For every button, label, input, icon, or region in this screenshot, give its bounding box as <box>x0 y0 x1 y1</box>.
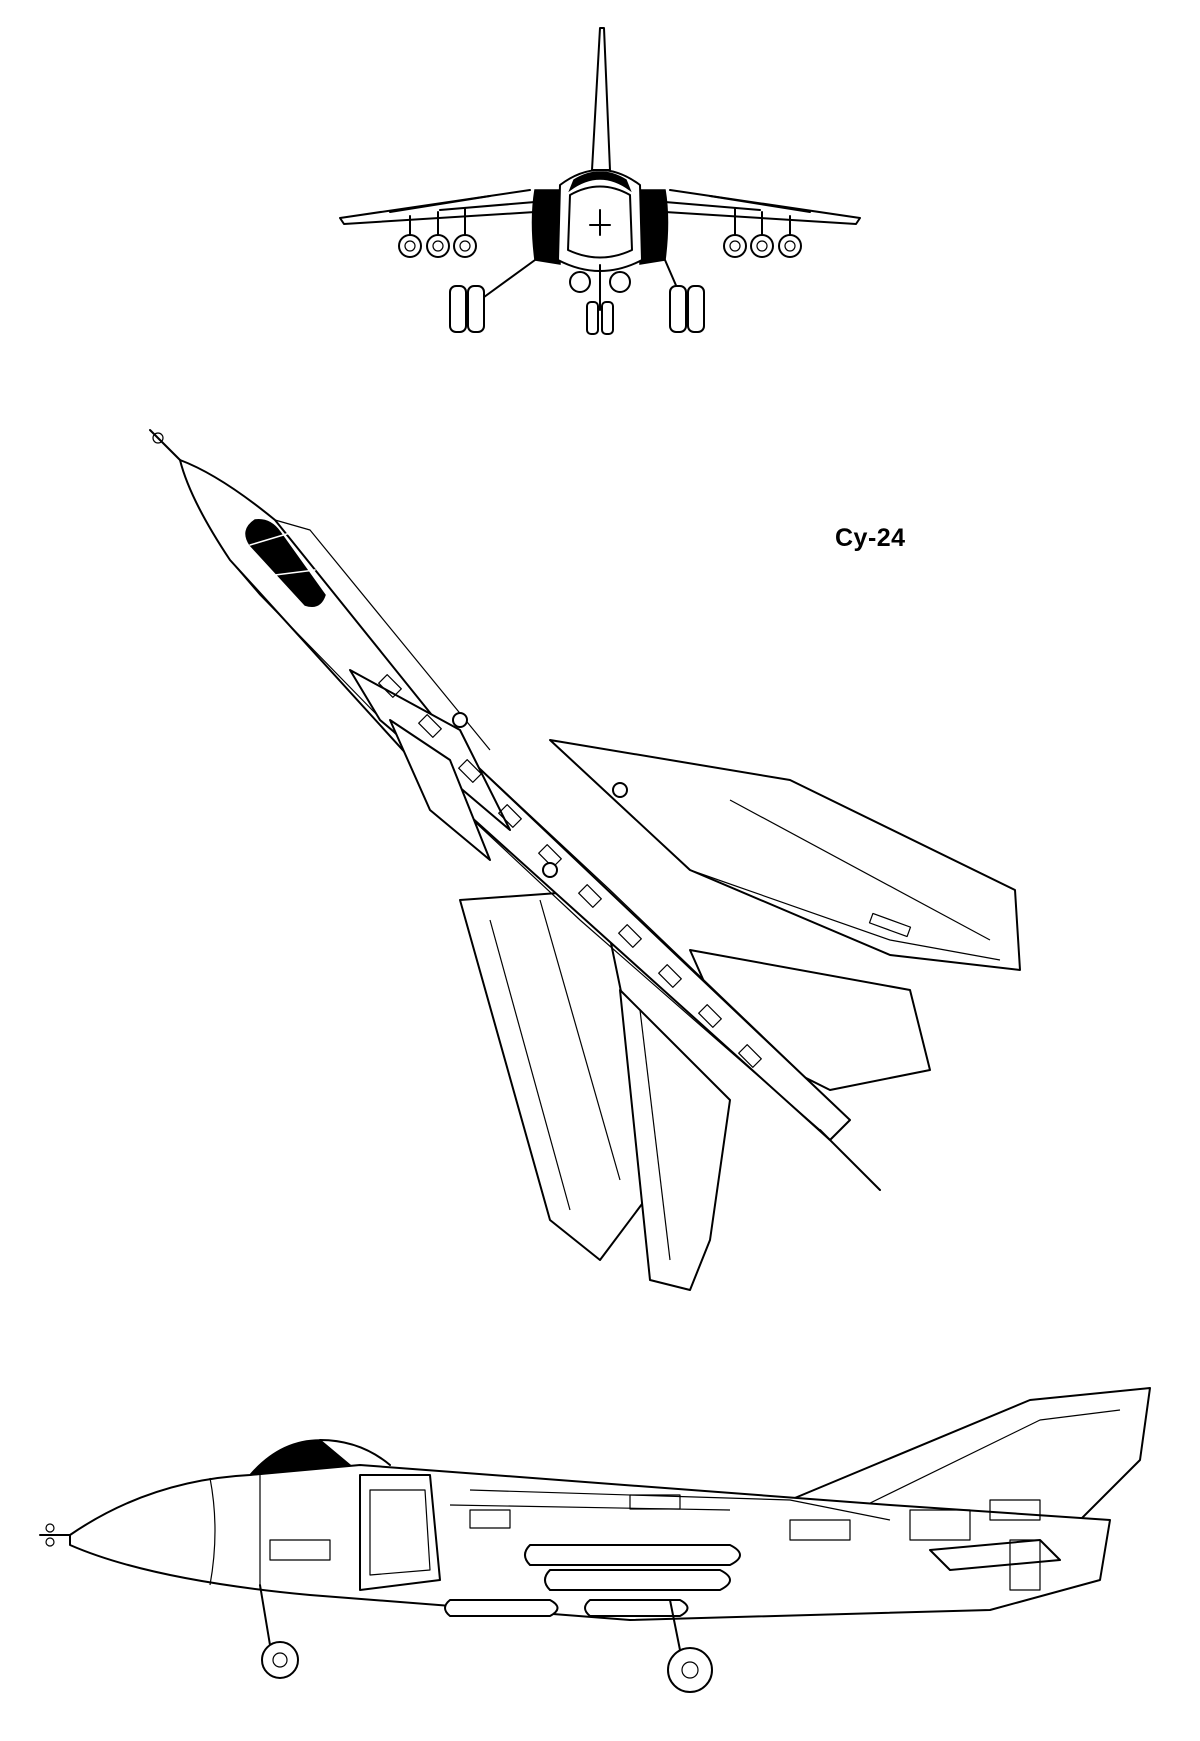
main-gear-side <box>667 1599 713 1693</box>
fin <box>591 27 611 171</box>
left-stores <box>398 207 477 258</box>
top-view <box>149 429 1021 1291</box>
stabilizer-lower <box>619 989 731 1291</box>
fuselage-plan <box>179 459 851 1141</box>
front-view <box>339 27 861 335</box>
right-intake <box>639 189 669 265</box>
left-intake <box>531 189 561 265</box>
main-gear-left <box>449 259 536 333</box>
nose-gear-side <box>259 1584 299 1679</box>
main-gear-right <box>664 259 705 333</box>
side-view <box>39 1387 1151 1693</box>
stores-side <box>444 1544 741 1617</box>
aircraft-title: Су-24 <box>835 524 906 552</box>
nose-gear <box>586 264 614 335</box>
right-stores <box>723 207 802 258</box>
side-panels <box>269 1494 1041 1591</box>
panel-details <box>378 674 762 1068</box>
fuselage-side <box>69 1464 1111 1621</box>
canopy-front <box>568 171 632 193</box>
canopy-top <box>245 519 326 607</box>
stabilizer-side <box>929 1539 1061 1571</box>
